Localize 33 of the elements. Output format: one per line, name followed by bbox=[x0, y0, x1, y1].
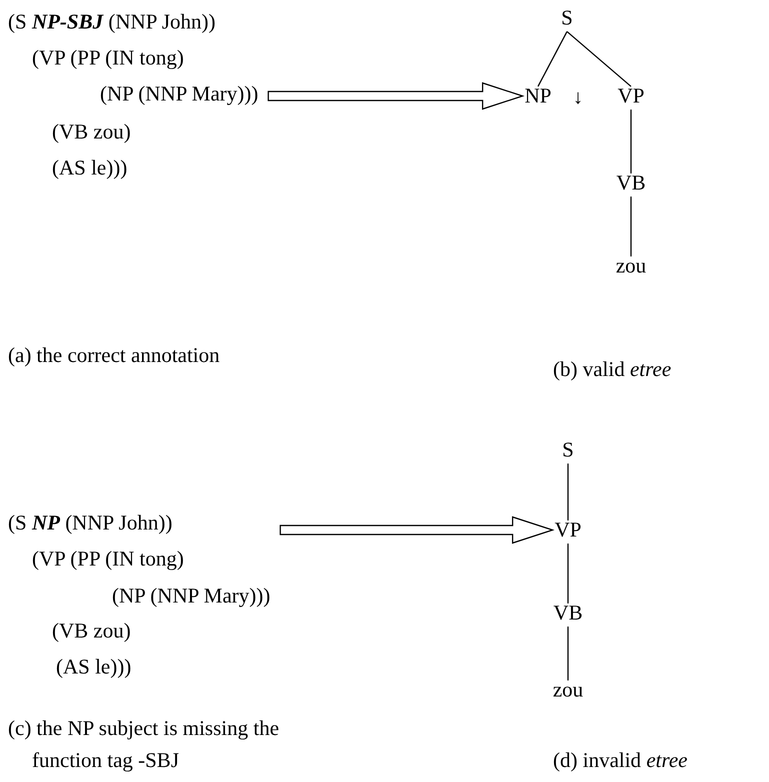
bracketed-tree-line: (S NP-SBJ (NNP John)) bbox=[8, 10, 216, 34]
bracketed-tree-line: (VB zou) bbox=[52, 120, 131, 144]
bracketed-tree-line: (NP (NNP Mary))) bbox=[112, 584, 270, 608]
tree-branch bbox=[567, 626, 569, 680]
bracketed-tree-line: (S NP (NNP John)) bbox=[8, 510, 172, 536]
tree-node-label: zou bbox=[616, 254, 646, 278]
hollow-arrow bbox=[268, 82, 525, 110]
tree-branch bbox=[567, 544, 569, 604]
subfigure-caption: (b) valid etree bbox=[553, 356, 672, 383]
tree-node-label: VB bbox=[553, 601, 583, 625]
tree-branch bbox=[630, 110, 632, 174]
bracketed-tree-line: (VB zou) bbox=[52, 618, 131, 644]
hollow-arrow bbox=[280, 516, 555, 544]
bracketed-tree-line: (NP (NNP Mary))) bbox=[100, 82, 258, 106]
subfigure-caption: (c) the NP subject is missing the function tag -SBJ bbox=[8, 715, 280, 774]
tree-node-label: NP bbox=[524, 84, 552, 108]
subfigure-caption: (a) the correct annotation bbox=[8, 342, 221, 369]
subfigure-caption: (d) invalid etree bbox=[553, 747, 689, 774]
tree-node-label: VB bbox=[616, 171, 646, 195]
bracketed-tree-line: (VP (PP (IN tong) bbox=[32, 46, 184, 70]
bracketed-tree-line: (AS le))) bbox=[52, 156, 128, 180]
tree-branch bbox=[567, 464, 569, 520]
bracketed-tree-line: (AS le))) bbox=[56, 654, 132, 680]
tree-node-label: VP bbox=[554, 518, 582, 542]
tree-branch bbox=[566, 31, 632, 87]
substitution-mark: ↓ bbox=[573, 86, 583, 110]
tree-node-label: VP bbox=[618, 84, 644, 108]
bracketed-tree-line: (VP (PP (IN tong) bbox=[32, 546, 184, 572]
tree-node-label: zou bbox=[552, 678, 584, 702]
tree-node-label: S bbox=[562, 438, 574, 462]
tree-node-label: S bbox=[561, 6, 573, 30]
tree-branch bbox=[537, 31, 568, 87]
tree-branch bbox=[630, 196, 632, 256]
